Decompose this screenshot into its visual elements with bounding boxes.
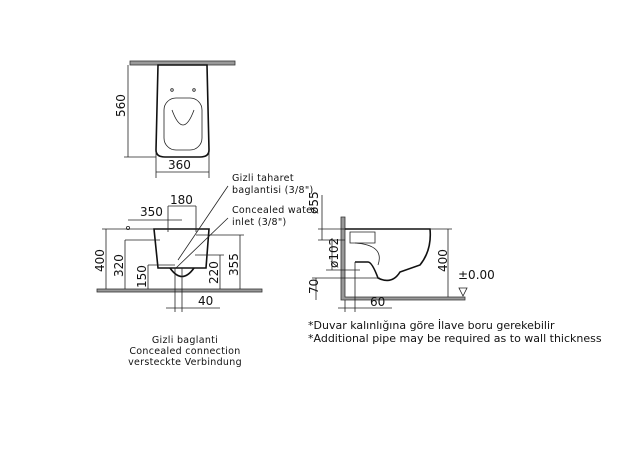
top-view: 560 360: [114, 60, 236, 178]
dim-150: 150: [135, 265, 149, 288]
width-dimension: 360: [168, 158, 191, 172]
depth-dimension: 560: [114, 94, 128, 117]
dim-320: 320: [112, 254, 126, 277]
dim-60: 60: [370, 295, 385, 309]
seat-outline: [163, 97, 203, 151]
caption-en: Concealed connection: [129, 346, 240, 357]
dim-400-side: 400: [436, 249, 450, 272]
side-view: ø55 ø102 70 400 ±0.00 60: [307, 191, 495, 312]
dim-d102: ø102: [327, 238, 341, 268]
dim-d55: ø55: [307, 191, 321, 214]
callout-bidet-line2: baglantisi (3/8"): [232, 185, 314, 196]
floor-bar: [96, 288, 263, 293]
callout-water-line1: Concealed water: [232, 205, 316, 216]
bowl-opening: [171, 109, 195, 126]
dim-40: 40: [198, 294, 213, 308]
note-en: *Additional pipe may be required as to w…: [308, 332, 602, 345]
dim-355: 355: [227, 253, 241, 276]
callout-water-line2: inlet (3/8"): [232, 217, 287, 228]
dim-220: 220: [207, 261, 221, 284]
bowl-front-outline: [153, 228, 210, 269]
dim-350: 350: [140, 205, 163, 219]
caption-de: versteckte Verbindung: [128, 357, 242, 368]
dim-70: 70: [307, 279, 321, 294]
bowl-side-outline: [345, 228, 432, 282]
wall-floor: [340, 216, 466, 301]
level-mark: ±0.00: [458, 268, 495, 282]
toilet-top-outline: [155, 64, 210, 158]
note-tr: *Duvar kalınlığına göre İlave boru gerek…: [308, 319, 555, 332]
caption-tr: Gizli baglanti: [152, 335, 218, 346]
callout-bidet-line1: Gizli taharet: [232, 173, 294, 184]
dim-180: 180: [170, 193, 193, 207]
front-view: 350 180 400 320 150 220 355 40 Gizli tah…: [93, 173, 316, 368]
dim-400: 400: [93, 249, 107, 272]
